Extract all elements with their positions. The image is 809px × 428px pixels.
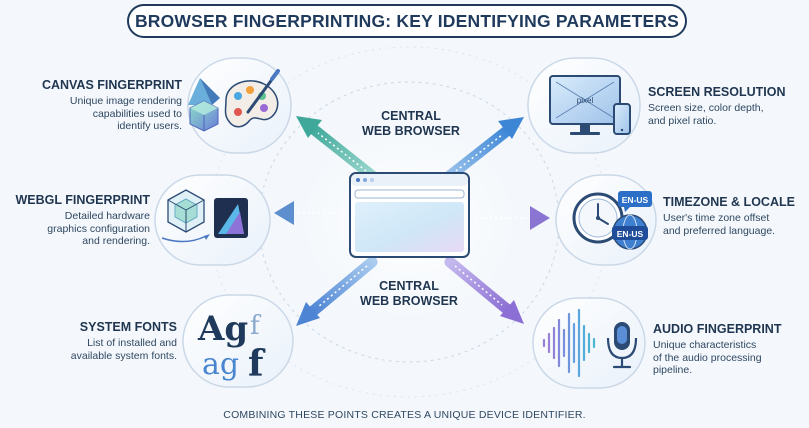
page-title-text: BROWSER FINGERPRINTING: KEY IDENTIFYING … [134, 10, 680, 31]
feature-desc-line: identify users. [117, 120, 182, 132]
feature-desc-line: Screen size, color depth, [648, 102, 764, 114]
arrow-left [274, 201, 356, 225]
feature-desc-line: User's time zone offset [663, 212, 770, 224]
center-label-bottom: CENTRAL WEB BROWSER [349, 279, 469, 309]
central-browser-icon [349, 172, 470, 258]
feature-title: SYSTEM FONTS [79, 320, 177, 334]
pixel-label: pixel [577, 96, 594, 105]
feature-desc-line: of the audio processing [653, 351, 762, 364]
fonts-icon-panel [182, 294, 294, 388]
feature-desc-line: and pixel ratio. [648, 114, 717, 127]
feature-system-fonts: SYSTEM FONTS List of installed and avail… [10, 320, 177, 362]
feature-desc-line: available system fonts. [70, 349, 177, 362]
center-label-bottom-line2: WEB BROWSER [360, 294, 458, 308]
3d-cube-icon [161, 189, 248, 243]
arrow-up-left [296, 116, 381, 184]
glyph-text-f-bottom: f [248, 343, 266, 385]
feature-webgl-fingerprint: WEBGL FINGERPRINT Detailed hardware grap… [10, 193, 151, 248]
font-glyphs-icon: Ag f ag f [197, 309, 266, 385]
feature-timezone-locale: TIMEZONE & LOCALE User's time zone offse… [663, 195, 806, 237]
feature-desc-line: Unique image rendering [69, 95, 182, 107]
locale-badge-top: EN-US [622, 195, 649, 205]
arrow-down-left [296, 256, 378, 326]
locale-badge-bottom: EN-US [617, 229, 644, 239]
feature-desc-line: graphics configuration [47, 222, 150, 235]
feature-title: CANVAS FINGERPRINT [41, 78, 182, 92]
arrow-up-right [441, 117, 524, 184]
arrow-right [464, 206, 550, 230]
feature-title: SCREEN RESOLUTION [648, 85, 786, 99]
feature-title: WEBGL FINGERPRINT [15, 193, 151, 207]
feature-description: List of installed and available system f… [10, 337, 177, 362]
center-label-top: CENTRAL WEB BROWSER [351, 109, 471, 139]
feature-desc-line: Detailed hardware [64, 210, 150, 222]
footer-caption: COMBINING THESE POINTS CREATES A UNIQUE … [223, 409, 586, 421]
feature-screen-resolution: SCREEN RESOLUTION Screen size, color dep… [648, 85, 806, 127]
feature-desc-line: and preferred language. [663, 224, 776, 237]
paint-palette-icon [188, 69, 280, 132]
feature-title: TIMEZONE & LOCALE [663, 195, 795, 209]
feature-desc-line: List of installed and [87, 337, 177, 349]
glyph-text-ag: ag [202, 347, 239, 382]
feature-title: AUDIO FINGERPRINT [653, 322, 782, 336]
feature-audio-fingerprint: AUDIO FINGERPRINT Unique characteristics… [653, 322, 806, 377]
feature-description: User's time zone offset and preferred la… [663, 212, 806, 237]
feature-description: Detailed hardware graphics configuration… [10, 210, 150, 248]
feature-description: Unique image rendering capabilities used… [10, 95, 182, 133]
glyph-text-Ag: Ag [197, 309, 248, 349]
feature-description: Screen size, color depth, and pixel rati… [648, 102, 806, 127]
feature-desc-line: and rendering. [82, 235, 150, 247]
monitor-phone-icon [549, 75, 631, 135]
page-title: BROWSER FINGERPRINTING: KEY IDENTIFYING … [127, 4, 687, 38]
center-label-top-line2: WEB BROWSER [362, 124, 460, 138]
clock-globe-icon [572, 191, 652, 250]
glyph-text-f-top: f [250, 311, 262, 341]
center-label-top-line1: CENTRAL [381, 109, 441, 123]
feature-description: Unique characteristics of the audio proc… [653, 339, 806, 377]
feature-desc-line: pipeline. [653, 364, 693, 376]
feature-canvas-fingerprint: CANVAS FINGERPRINT Unique image renderin… [10, 78, 182, 133]
feature-desc-line: capabilities used to [92, 107, 182, 120]
center-label-bottom-line1: CENTRAL [379, 279, 439, 293]
arrow-down-right [444, 256, 524, 324]
waveform-microphone-icon [542, 308, 638, 378]
feature-desc-line: Unique characteristics [653, 339, 757, 351]
